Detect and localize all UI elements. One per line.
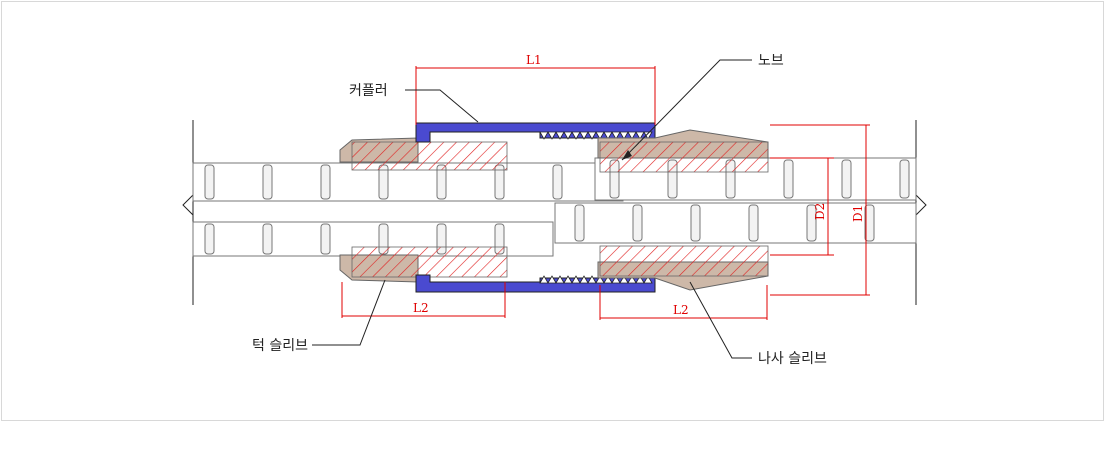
taper-sleeve-left <box>339 137 508 283</box>
rebar-rib <box>783 159 794 199</box>
label-thread-sleeve: 나사 슬리브 <box>758 351 827 367</box>
rebar-rib <box>320 223 331 255</box>
dim-d1-label: D1 <box>851 205 865 222</box>
label-knob: 노브 <box>758 53 784 69</box>
dim-l2-right-label: L2 <box>673 303 689 317</box>
rebar-rib <box>204 164 215 200</box>
rebar-rib <box>204 223 215 255</box>
rebar-lower <box>192 202 917 257</box>
rebar-rib <box>690 204 701 242</box>
label-taper-sleeve: 턱 슬리브 <box>252 338 308 354</box>
knob-arrowhead <box>622 150 632 160</box>
coupler-body <box>415 122 656 293</box>
leader-lines <box>312 59 752 359</box>
rebar-rib <box>748 204 759 242</box>
rebar-rib <box>262 164 273 200</box>
rebar-rib <box>632 204 643 242</box>
thread-sleeve-right <box>597 129 769 291</box>
dim-l1-label: L1 <box>526 53 542 67</box>
rebar-rib <box>864 204 875 242</box>
rebar-rib <box>574 204 585 242</box>
dimension-lines <box>341 66 870 320</box>
dim-l2-left-label: L2 <box>413 301 429 315</box>
rebar-rib <box>841 159 852 199</box>
rebar-rib <box>320 164 331 200</box>
rebar-upper <box>192 162 624 202</box>
label-coupler: 커플러 <box>349 83 388 99</box>
dim-d2-label: D2 <box>813 203 827 220</box>
rebar-rib <box>552 164 563 200</box>
rebar-rib <box>899 159 910 199</box>
rebar-rib <box>262 223 273 255</box>
rebar-rib <box>806 204 817 242</box>
